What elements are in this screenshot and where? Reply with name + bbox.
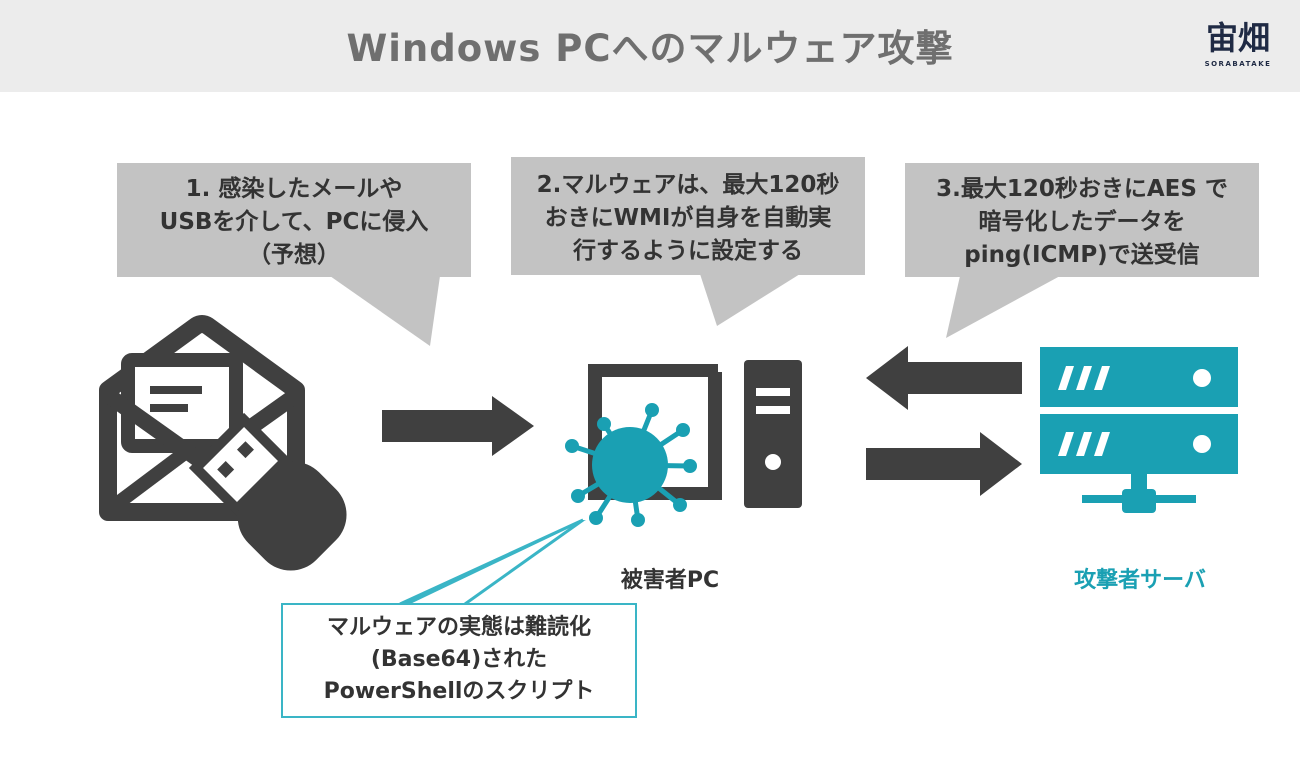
callout-line: 行するように設定する bbox=[573, 238, 803, 264]
callout-line: （予想） bbox=[248, 242, 340, 268]
logo: 宙畑 SORABATAKE bbox=[1196, 18, 1280, 76]
callout-step-1: 1. 感染したメールや USBを介して、PCに侵入 （予想） bbox=[117, 163, 471, 277]
callout-tail-2 bbox=[700, 274, 800, 326]
arrow-from-server bbox=[866, 346, 1022, 410]
virus-icon bbox=[565, 403, 697, 527]
callout-line: ping(ICMP)で送受信 bbox=[964, 242, 1200, 268]
arrow-to-pc bbox=[382, 396, 534, 456]
malware-note: マルウェアの実態は難読化 (Base64)された PowerShellのスクリプ… bbox=[281, 603, 637, 718]
callout-step-3: 3.最大120秒おきにAES で 暗号化したデータを ping(ICMP)で送受… bbox=[905, 163, 1259, 277]
usb-icon bbox=[188, 412, 347, 571]
note-line: PowerShellのスクリプト bbox=[323, 679, 595, 704]
mail-icon bbox=[99, 315, 305, 521]
callout-line: 暗号化したデータを bbox=[978, 209, 1186, 235]
callout-line: 1. 感染したメールや bbox=[185, 176, 403, 202]
callout-line: 2.マルウェアは、最大120秒 bbox=[536, 172, 840, 198]
callout-step-2: 2.マルウェアは、最大120秒 おきにWMIが自身を自動実 行するように設定する bbox=[511, 157, 865, 275]
logo-text: 宙畑 bbox=[1205, 19, 1270, 57]
callout-line: 3.最大120秒おきにAES で bbox=[936, 176, 1228, 202]
callout-line: USBを介して、PCに侵入 bbox=[159, 209, 429, 235]
attacker-server-label: 攻撃者サーバ bbox=[1074, 568, 1206, 593]
note-line: (Base64)された bbox=[370, 647, 548, 672]
logo-subtext: SORABATAKE bbox=[1204, 60, 1272, 68]
page-title: Windows PCへのマルウェア攻撃 bbox=[346, 27, 954, 70]
arrow-to-server bbox=[866, 432, 1022, 496]
callout-line: おきにWMIが自身を自動実 bbox=[544, 205, 832, 231]
victim-pc-label: 被害者PC bbox=[620, 568, 720, 593]
callout-tail-1 bbox=[330, 276, 440, 346]
callout-tail-3 bbox=[946, 276, 1060, 338]
server-icon bbox=[1040, 347, 1238, 513]
note-line: マルウェアの実態は難読化 bbox=[326, 615, 591, 640]
header-bar: Windows PCへのマルウェア攻撃 宙畑 SORABATAKE bbox=[0, 0, 1300, 92]
